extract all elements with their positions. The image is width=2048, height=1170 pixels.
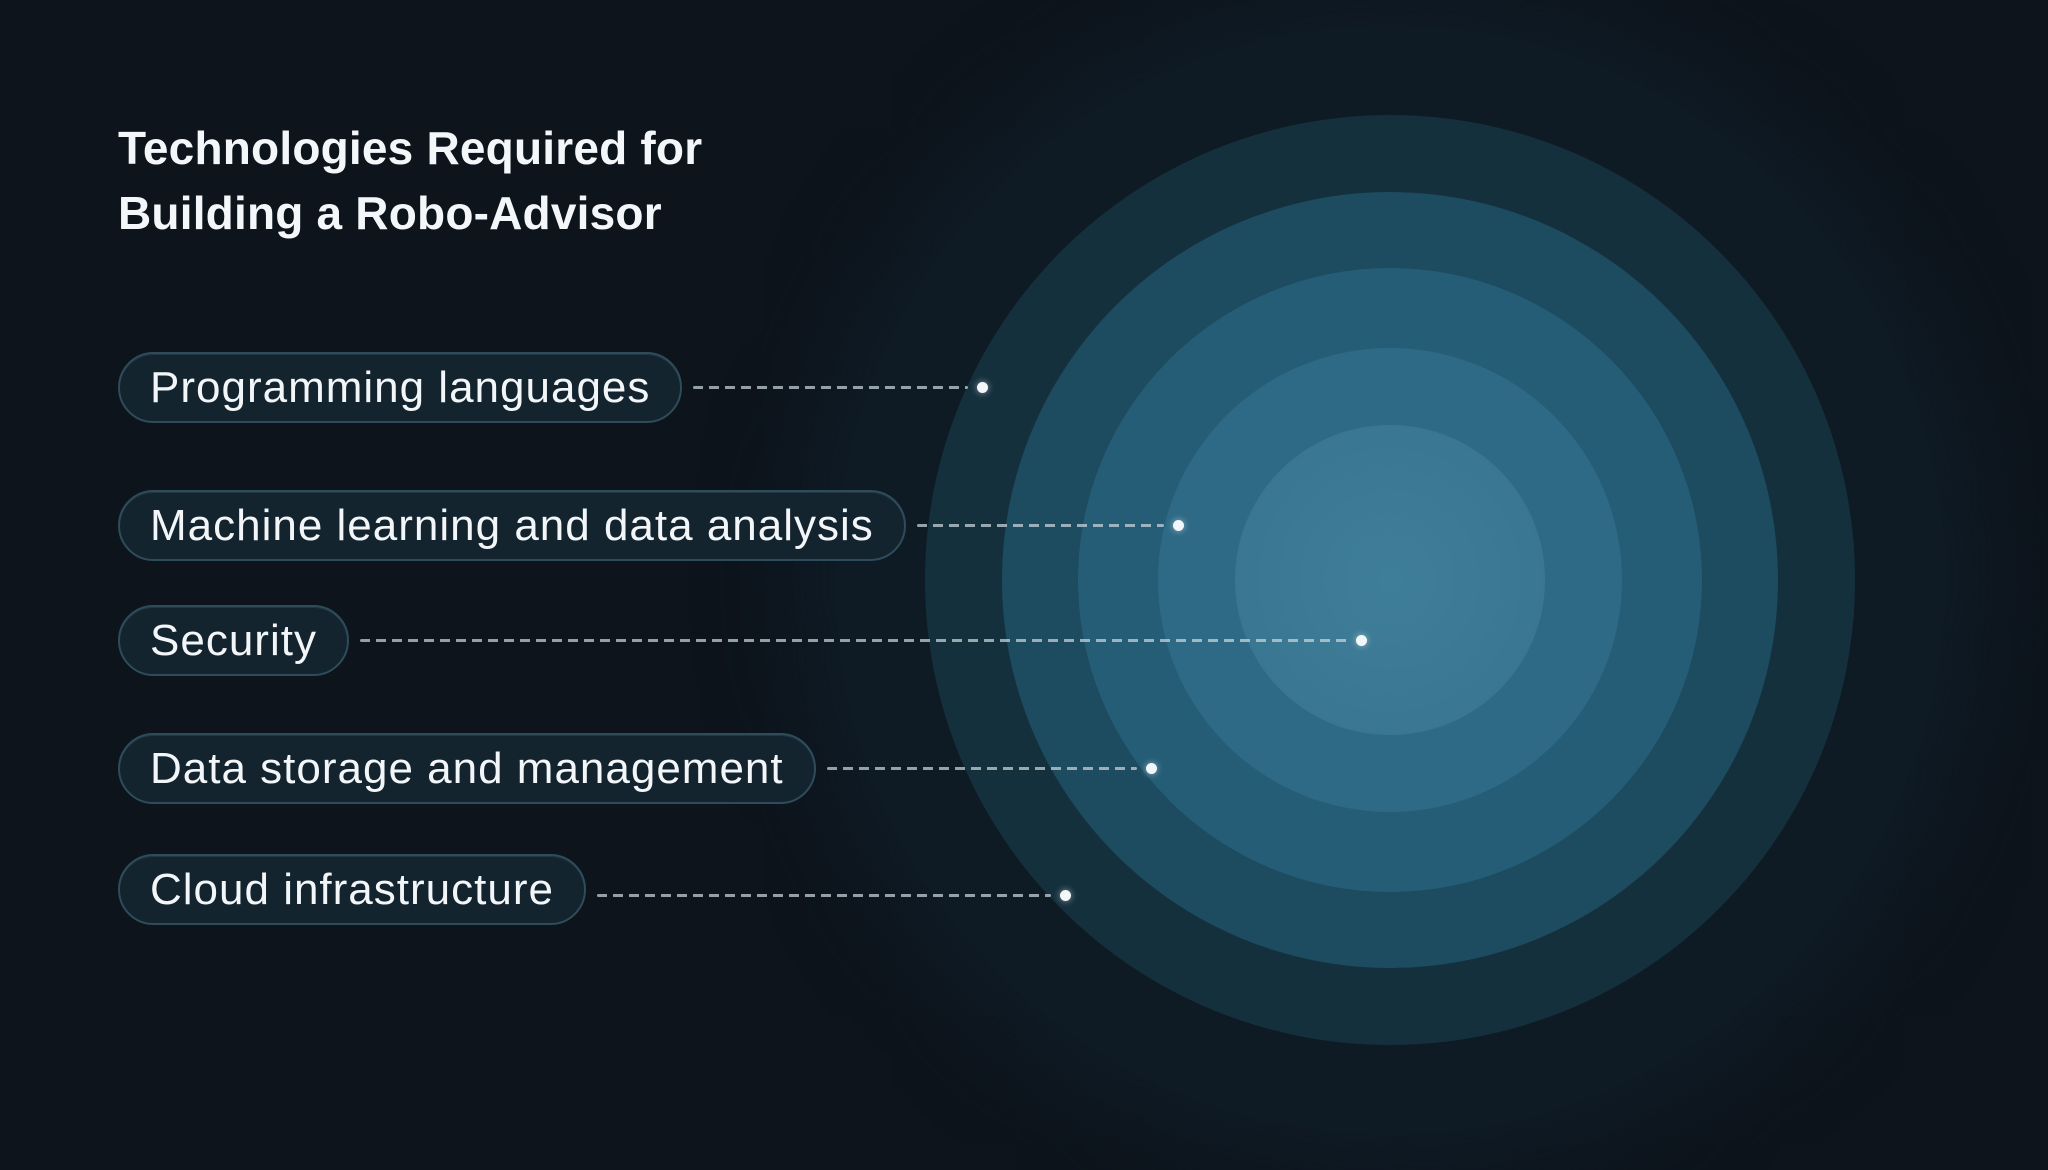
page-title: Technologies Required for Building a Rob…: [118, 116, 702, 246]
connector-dot: [1173, 520, 1184, 531]
pill-label: Security: [150, 615, 317, 665]
pill-machine-learning: Machine learning and data analysis: [118, 490, 906, 561]
connector-dot: [1356, 635, 1367, 646]
pill-label: Machine learning and data analysis: [150, 500, 874, 550]
pill-label: Data storage and management: [150, 743, 784, 793]
pill-label: Programming languages: [150, 362, 651, 412]
item-row-data-storage: Data storage and management: [118, 733, 1157, 804]
connector-line: [916, 524, 1164, 527]
page-title-line-1: Technologies Required for: [118, 122, 703, 174]
item-row-cloud-infrastructure: Cloud infrastructure: [118, 854, 1071, 925]
page-title-line-2: Building a Robo-Advisor: [118, 187, 662, 239]
connector-line: [693, 386, 968, 389]
pill-data-storage: Data storage and management: [118, 733, 816, 804]
item-row-machine-learning: Machine learning and data analysis: [118, 490, 1184, 561]
connector-line: [359, 639, 1347, 642]
concentric-circle-core: [1235, 425, 1545, 735]
connector-line: [596, 894, 1051, 897]
connector-dot: [1146, 763, 1157, 774]
connector-line: [826, 767, 1137, 770]
item-row-security: Security: [118, 605, 1367, 676]
item-row-programming-languages: Programming languages: [118, 352, 988, 423]
connector-dot: [1060, 890, 1071, 901]
pill-cloud-infrastructure: Cloud infrastructure: [118, 854, 586, 925]
connector-dot: [977, 382, 988, 393]
pill-security: Security: [118, 605, 349, 676]
pill-programming-languages: Programming languages: [118, 352, 683, 423]
pill-label: Cloud infrastructure: [150, 864, 554, 914]
